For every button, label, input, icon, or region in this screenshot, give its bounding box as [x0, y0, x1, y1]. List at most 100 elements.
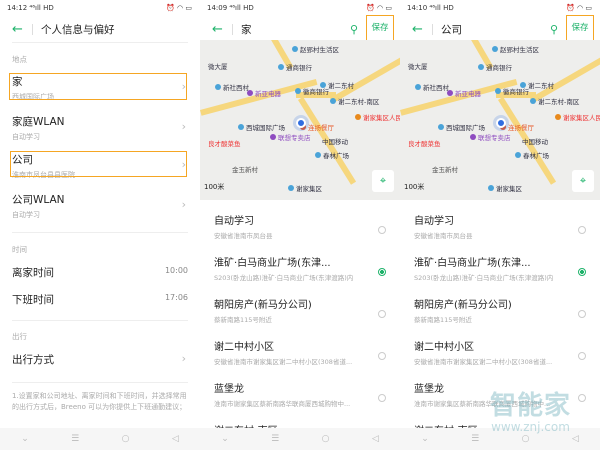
place-item[interactable]: 谢二中村小区安徽省淮南市谢家集区谢二中村小区(308省道...: [414, 338, 590, 380]
radio-button[interactable]: [378, 394, 386, 402]
map-poi[interactable]: 良才酸菜鱼: [200, 138, 241, 148]
radio-button[interactable]: [378, 268, 386, 276]
save-button[interactable]: 保存: [366, 15, 394, 41]
map-poi[interactable]: 谢家集区: [488, 183, 522, 193]
locate-icon[interactable]: ⌖: [372, 170, 394, 192]
place-item[interactable]: 蓝堡龙淮南市谢家集区蔡新南路华联商厦西城购物中...: [414, 380, 590, 422]
page-title: 家: [241, 23, 252, 36]
back-icon[interactable]: ◁: [371, 434, 379, 444]
back-arrow-icon[interactable]: ←: [412, 21, 423, 37]
map-poi[interactable]: 西城国际广场: [438, 122, 485, 132]
poi-label: 通商银行: [286, 64, 312, 72]
value: 17:06: [164, 293, 188, 302]
place-title: 蓝堡龙: [214, 384, 244, 395]
radio-button[interactable]: [378, 352, 386, 360]
map-poi[interactable]: 谢家集区人民法院: [355, 112, 400, 122]
place-item[interactable]: 朝阳房产(新马分公司)蔡新南路115号附近: [214, 296, 390, 338]
map-poi[interactable]: 赵郢村生活区: [292, 44, 339, 54]
map-poi[interactable]: 中国移动: [314, 136, 348, 146]
poi-label: 徽商银行: [303, 88, 329, 96]
place-item[interactable]: 蓝堡龙淮南市谢家集区蔡新南路华联商厦西城购物中...: [214, 380, 390, 422]
down-icon[interactable]: ⌄: [221, 434, 229, 444]
map-poi[interactable]: 新亚电器: [447, 88, 481, 98]
place-item[interactable]: 淮矿·白马商业广场(东津...S203(卧龙山路)淮矿·白马商业广场(东津渡路)…: [414, 254, 590, 296]
home-icon[interactable]: ○: [321, 434, 330, 444]
radio-button[interactable]: [578, 226, 586, 234]
place-item[interactable]: 朝阳房产(新马分公司)蔡新南路115号附近: [414, 296, 590, 338]
map-poi[interactable]: 微大厦: [200, 61, 228, 71]
map-poi[interactable]: 西城国际广场: [238, 122, 285, 132]
map-poi[interactable]: 良才酸菜鱼: [400, 138, 441, 148]
radio-button[interactable]: [578, 268, 586, 276]
save-button[interactable]: 保存: [566, 15, 594, 41]
locate-icon[interactable]: ⌖: [572, 170, 594, 192]
map-poi[interactable]: 谢二东村: [320, 80, 354, 90]
menu-icon[interactable]: ☰: [271, 434, 280, 444]
radio-button[interactable]: [378, 310, 386, 318]
map-poi[interactable]: 赵郢村生活区: [492, 44, 539, 54]
map-poi[interactable]: 春林广场: [315, 150, 349, 160]
map-poi[interactable]: 通商银行: [478, 62, 512, 72]
map-poi[interactable]: 中国移动: [514, 136, 548, 146]
item-home[interactable]: 家西城国际广场›: [12, 74, 188, 102]
back-icon[interactable]: ◁: [171, 434, 179, 444]
map-poi[interactable]: 微大厦: [400, 61, 428, 71]
back-icon[interactable]: ◁: [571, 434, 579, 444]
item-company[interactable]: 公司淮南市凤台县县医院›: [12, 152, 188, 180]
map-poi[interactable]: 金玉新村: [224, 164, 258, 174]
nav-bar: ⌄ ☰ ○ ◁: [200, 428, 400, 450]
poi-label: 联想专卖店: [478, 134, 511, 142]
radio-button[interactable]: [578, 310, 586, 318]
map-poi[interactable]: 金玉新村: [424, 164, 458, 174]
poi-icon: [514, 138, 520, 144]
map-poi[interactable]: 徽商银行: [295, 86, 329, 96]
poi-label: 谢二东村-南区: [538, 98, 580, 106]
map-poi[interactable]: 谢二东村-南区: [330, 96, 379, 106]
place-title: 朝阳房产(新马分公司): [214, 300, 312, 311]
map-poi[interactable]: 联想专卖店: [470, 132, 511, 142]
home-icon[interactable]: ○: [521, 434, 530, 444]
map-poi[interactable]: 谢二东村-南区: [530, 96, 579, 106]
search-icon[interactable]: ⚲: [549, 22, 558, 36]
map-poi[interactable]: 徽商银行: [495, 86, 529, 96]
radio-button[interactable]: [578, 352, 586, 360]
poi-icon: [314, 138, 320, 144]
back-arrow-icon[interactable]: ←: [12, 21, 23, 37]
map-poi[interactable]: 新亚电器: [247, 88, 281, 98]
place-item[interactable]: 淮矿·白马商业广场(东津...S203(卧龙山路)淮矿·白马商业广场(东津渡路)…: [214, 254, 390, 296]
map-poi[interactable]: 通商银行: [278, 62, 312, 72]
radio-button[interactable]: [378, 226, 386, 234]
poi-icon: [515, 152, 521, 158]
poi-icon: [400, 140, 406, 146]
map-poi[interactable]: 谢家集区: [288, 183, 322, 193]
travel-mode[interactable]: 出行方式›: [12, 352, 188, 367]
place-item[interactable]: 谢二中村小区安徽省淮南市谢家集区谢二中村小区(308省道...: [214, 338, 390, 380]
watermark-url: www.znj.com: [491, 420, 570, 434]
place-item[interactable]: 自动学习安徽省淮南市凤台县: [414, 212, 590, 254]
item-title: 家庭WLAN: [12, 116, 65, 128]
down-icon[interactable]: ⌄: [421, 434, 429, 444]
map-poi[interactable]: 谢家集区人民法院: [555, 112, 600, 122]
home-icon[interactable]: ○: [121, 434, 130, 444]
menu-icon[interactable]: ☰: [471, 434, 480, 444]
poi-icon: [238, 124, 244, 130]
map-poi[interactable]: 新社西村: [415, 82, 449, 92]
place-item[interactable]: 自动学习安徽省淮南市凤台县: [214, 212, 390, 254]
radio-button[interactable]: [578, 394, 586, 402]
map-poi[interactable]: 春林广场: [515, 150, 549, 160]
search-icon[interactable]: ⚲: [349, 22, 358, 36]
clock: 14:12: [7, 4, 28, 12]
road: [496, 92, 536, 98]
down-icon[interactable]: ⌄: [21, 434, 29, 444]
menu-icon[interactable]: ☰: [71, 434, 80, 444]
map[interactable]: 赵郢村生活区徽商银行通商银行谢二东村新社西村新亚电器谢二东村-南区西城国际广场连…: [400, 40, 600, 200]
map-poi[interactable]: 联想专卖店: [270, 132, 311, 142]
map-poi[interactable]: 谢二东村: [520, 80, 554, 90]
map-poi[interactable]: 新社西村: [215, 82, 249, 92]
map[interactable]: 赵郢村生活区徽商银行通商银行谢二东村新社西村新亚电器谢二东村-南区西城国际广场连…: [200, 40, 400, 200]
back-arrow-icon[interactable]: ←: [212, 21, 223, 37]
